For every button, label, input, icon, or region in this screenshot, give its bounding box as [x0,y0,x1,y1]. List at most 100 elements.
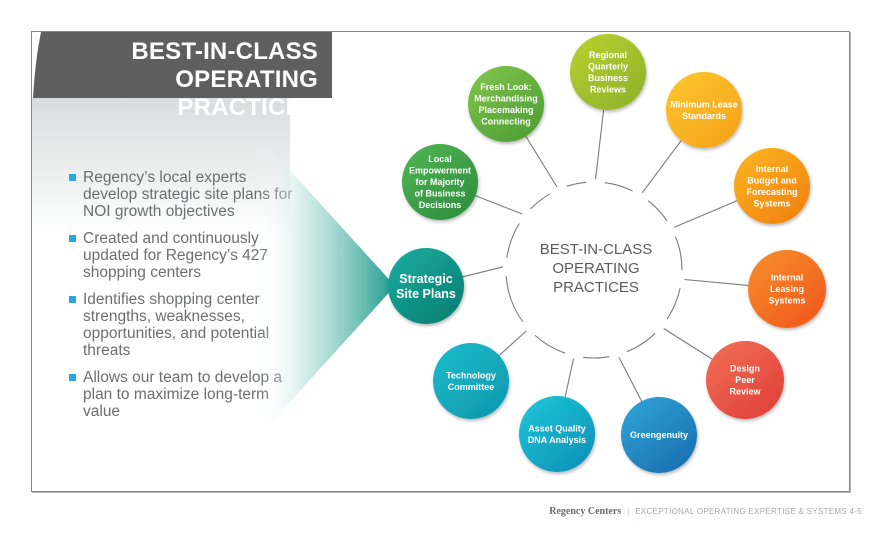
node-circle [388,248,464,324]
node-label-line: Regional [589,50,627,60]
bullet-list: Regency’s local experts develop strategi… [69,169,299,430]
bullet-square-icon [69,374,76,381]
node-label-line: Quarterly [588,61,628,71]
connector-internal-leasing [684,278,749,286]
ring-arc-segment [675,236,683,271]
node-fresh-look: Fresh Look:MerchandisingPlacemakingConne… [468,66,544,142]
ring-arc-segment [604,182,633,192]
bullet-text: Created and continuously updated for Reg… [83,230,268,281]
node-label-line: Asset Quality [528,423,586,433]
ring-arc-segment [506,223,520,258]
bullet-square-icon [69,174,76,181]
node-label-line: Systems [753,198,790,208]
node-circle [402,144,478,220]
ring-arc-segment [647,200,668,222]
node-label-line: Greengenuity [630,430,688,440]
bullet-square-icon [69,235,76,242]
node-label-line: Connecting [481,116,531,126]
center-label-line-2: OPERATING [552,260,639,277]
ring-arc-segment [566,181,587,187]
connector-technology-committee [498,330,527,356]
node-label-line: Fresh Look: [480,82,532,92]
center-label-line-1: BEST-IN-CLASS [540,241,653,258]
node-circle [519,396,595,472]
ring-arc-segment [530,193,551,210]
connector-regional-quarterly [595,109,605,180]
bullet-item: Identifies shopping center strengths, we… [69,291,299,359]
title-banner: BEST-IN-CLASS OPERATING PRACTICES [32,32,332,121]
bullet-item: Regency’s local experts develop strategi… [69,169,299,220]
node-label-line: Reviews [590,84,626,94]
footer-brand: Regency Centers [549,506,622,517]
node-label-line: Placemaking [478,105,533,115]
node-label-line: Business [588,73,628,83]
node-label-line: Decisions [419,200,462,210]
bullet-text: Allows our team to develop a plan to max… [83,369,283,420]
node-label-line: Strategic [399,272,453,286]
node-circle [570,34,646,110]
connector-design-peer-review [663,328,713,360]
node-label-line: DNA Analysis [528,435,586,445]
node-label-line: Forecasting [746,187,797,197]
node-label-line: Site Plans [396,287,456,301]
node-circle [734,148,810,224]
node-label-line: Leasing [770,284,804,294]
connector-local-empowerment [475,195,523,215]
node-circle [468,66,544,142]
ring-arc-segment [626,332,656,353]
node-label-line: Peer [735,375,755,385]
node-label-line: Local [428,154,452,164]
node-label-line: Technology [446,370,496,380]
bullet-item: Allows our team to develop a plan to max… [69,369,299,420]
banner-curve [32,32,41,98]
bullet-square-icon [69,296,76,303]
ring-arc-segment [505,276,524,323]
bullet-text: Regency’s local experts develop strategi… [83,169,293,220]
node-label-line: Internal [771,273,804,283]
node-label-line: Budget and [747,175,797,185]
footer-section: EXCEPTIONAL OPERATING EXPERTISE & SYSTEM… [635,507,862,516]
connector-greengenuity [618,357,643,402]
bullet-text: Identifies shopping center strengths, we… [83,291,270,359]
title-line-2: OPERATING PRACTICES [175,66,318,121]
gray-gradient-panel [32,92,290,232]
ring-arc-segment [583,356,610,359]
node-label-line: of Business [414,189,465,199]
node-label-line: Minimum Lease [670,99,738,109]
node-label-line: Systems [768,296,805,306]
node-label-line: Empowerment [409,166,471,176]
node-circle [433,343,509,419]
node-label-line: Design [730,364,760,374]
node-greengenuity: Greengenuity [621,397,697,473]
connector-minimum-lease [641,140,682,194]
node-circle [621,397,697,473]
node-label-line: Merchandising [474,93,538,103]
center-label: BEST-IN-CLASS OPERATING PRACTICES [540,241,653,296]
bullet-item: Created and continuously updated for Reg… [69,230,299,281]
title-line-1: BEST-IN-CLASS [131,38,318,65]
connector-asset-quality [564,358,575,398]
node-label-line: Internal [756,164,789,174]
center-label-line-3: PRACTICES [553,279,639,296]
connectors [462,109,749,402]
node-circle [666,72,742,148]
connector-fresh-look [525,136,558,188]
node-circle [706,341,784,419]
node-label-line: Review [729,387,761,397]
node-label-line: Standards [682,111,726,121]
connector-strategic-site-plans [462,266,504,278]
central-ring [505,181,683,359]
ring-arc-segment [534,334,566,354]
node-circle [748,250,826,328]
footer: Regency Centers|EXCEPTIONAL OPERATING EX… [0,506,862,517]
page-title: BEST-IN-CLASS OPERATING PRACTICES [32,38,332,122]
